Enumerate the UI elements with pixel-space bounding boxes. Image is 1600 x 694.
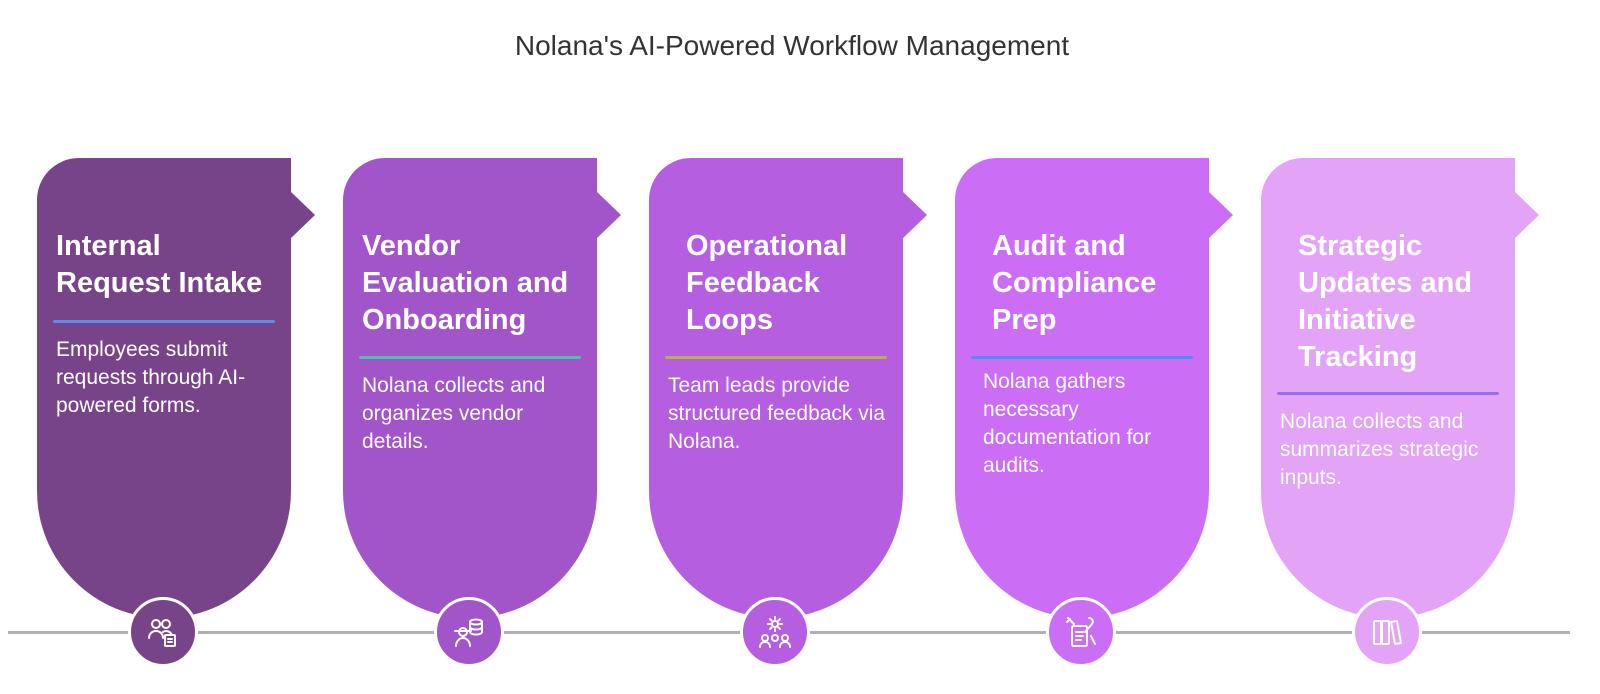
diagram-title: Nolana's AI-Powered Workflow Management [514,30,1070,61]
step-divider [665,356,887,359]
step-divider [1277,392,1499,395]
checklist-tools-icon [1066,617,1096,647]
people-document-icon [148,619,176,647]
step-heading: Operational Feedback Loops [686,230,848,336]
step-description: Nolana collects and summarizes strategic… [1280,410,1479,489]
team-gear-icon [759,616,791,648]
step-node-2 [434,597,504,667]
step-divider [971,356,1193,359]
step-node-3 [740,597,810,667]
step-card-operational-feedback: Operational Feedback Loops Team leads pr… [649,158,927,618]
step-description: Nolana gathers necessary documentation f… [983,370,1152,477]
step-node-4 [1046,597,1116,667]
step-node-1 [128,597,198,667]
step-divider [359,356,581,359]
step-heading: Strategic Updates and Initiative Trackin… [1298,230,1473,373]
step-card-vendor-evaluation: Vendor Evaluation and Onboarding Nolana … [343,158,621,618]
card-pointer [1207,190,1233,240]
card-pointer [289,190,315,240]
step-description: Nolana collects and organizes vendor det… [362,374,546,453]
person-database-icon [454,618,483,647]
step-description: Team leads provide structured feedback v… [668,374,886,453]
step-heading: Audit and Compliance Prep [992,230,1157,336]
step-card-internal-request-intake: Internal Request Intake Employees submit… [37,158,315,618]
step-card-strategic-updates: Strategic Updates and Initiative Trackin… [1261,158,1539,618]
step-divider [53,320,275,323]
step-description: Employees submit requests through AI-pow… [56,338,246,417]
step-card-audit-compliance: Audit and Compliance Prep Nolana gathers… [955,158,1233,618]
card-pointer [901,190,927,240]
step-heading: Internal Request Intake [56,230,263,299]
card-pointer [595,190,621,240]
books-icon [1373,620,1402,645]
step-heading: Vendor Evaluation and Onboarding [362,230,569,336]
card-pointer [1513,190,1539,240]
step-node-5 [1352,597,1422,667]
